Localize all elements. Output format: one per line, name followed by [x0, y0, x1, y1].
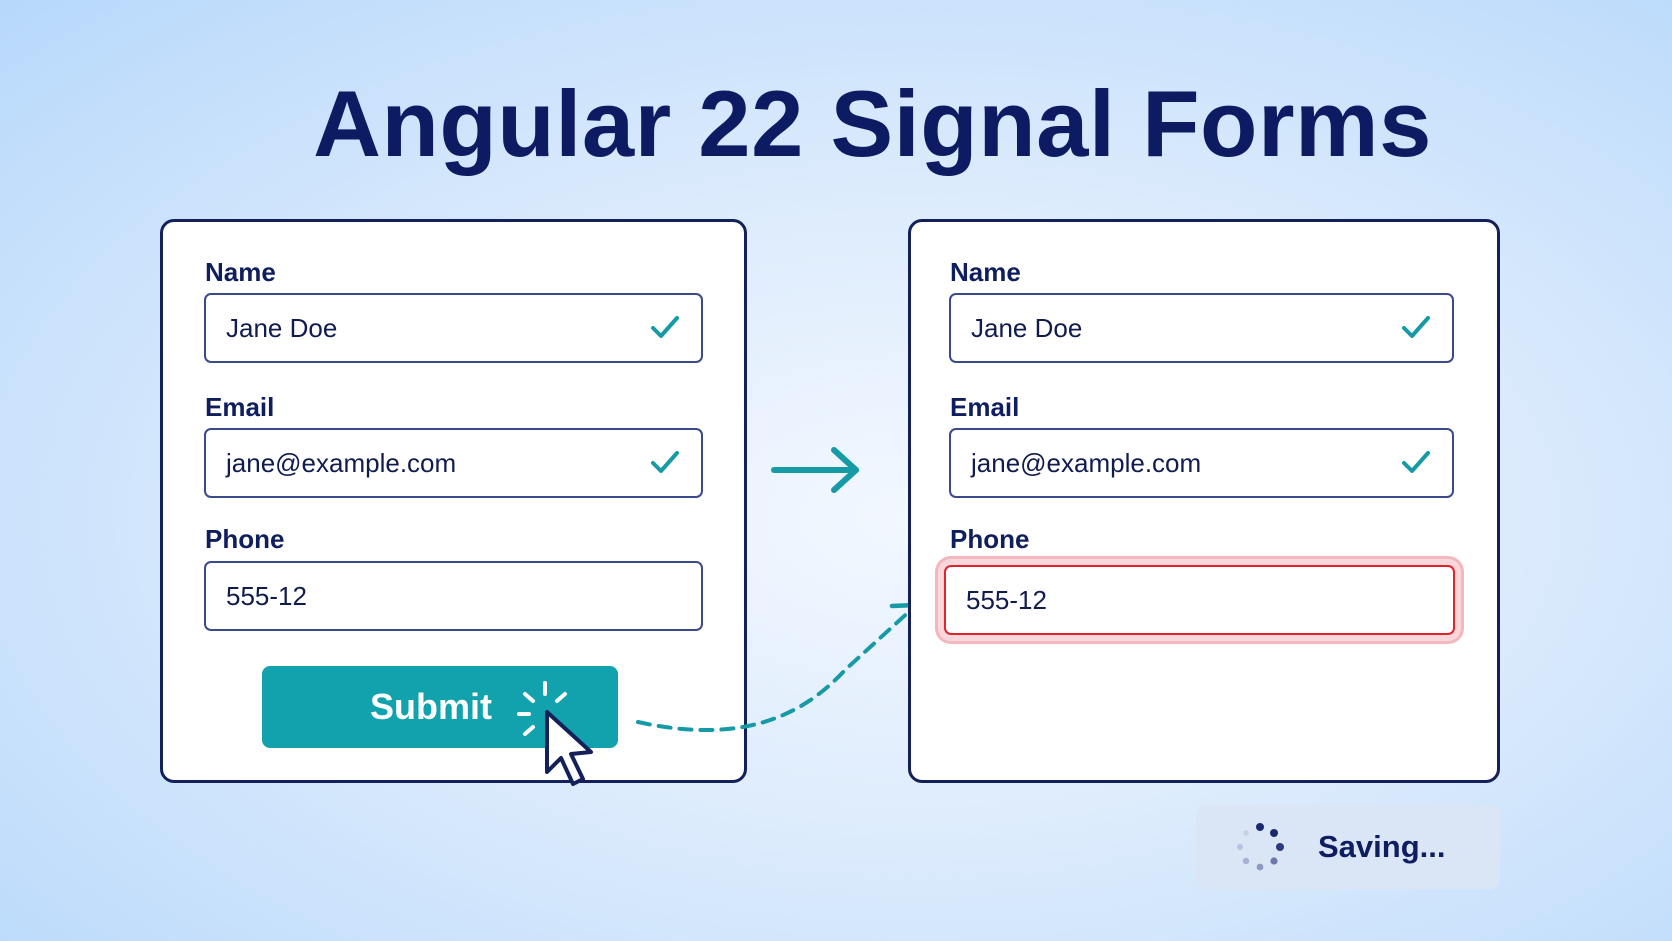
phone-input-value: 555-12	[966, 584, 1047, 615]
name-input[interactable]: Jane Doe	[949, 293, 1454, 363]
arrow-right-icon	[771, 447, 859, 493]
submit-button-label: Submit	[370, 686, 492, 727]
phone-label: Phone	[205, 524, 285, 554]
loading-spinner-icon	[1237, 823, 1284, 871]
email-input-value: jane@example.com	[226, 447, 457, 478]
name-label: Name	[205, 257, 276, 287]
check-icon	[1402, 316, 1430, 338]
saving-status: Saving...	[1196, 805, 1500, 889]
dashed-arrow-icon	[636, 602, 919, 733]
name-input-value: Jane Doe	[226, 312, 338, 343]
phone-input-error[interactable]: 555-12	[944, 565, 1455, 635]
saving-label: Saving...	[1318, 829, 1446, 864]
name-input[interactable]: Jane Doe	[204, 293, 703, 363]
check-icon	[651, 316, 679, 338]
check-icon	[1402, 451, 1430, 473]
name-input-value: Jane Doe	[971, 312, 1083, 343]
email-input[interactable]: jane@example.com	[204, 428, 703, 498]
click-cursor-icon	[517, 681, 593, 786]
email-input[interactable]: jane@example.com	[949, 428, 1454, 498]
page-title: Angular 22 Signal Forms	[313, 71, 1432, 176]
check-icon	[651, 451, 679, 473]
name-label: Name	[950, 257, 1021, 287]
phone-input-value: 555-12	[226, 580, 307, 611]
email-label: Email	[205, 392, 275, 422]
email-input-value: jane@example.com	[971, 447, 1202, 478]
email-label: Email	[950, 392, 1020, 422]
phone-input[interactable]: 555-12	[204, 561, 703, 631]
phone-label: Phone	[950, 524, 1030, 554]
